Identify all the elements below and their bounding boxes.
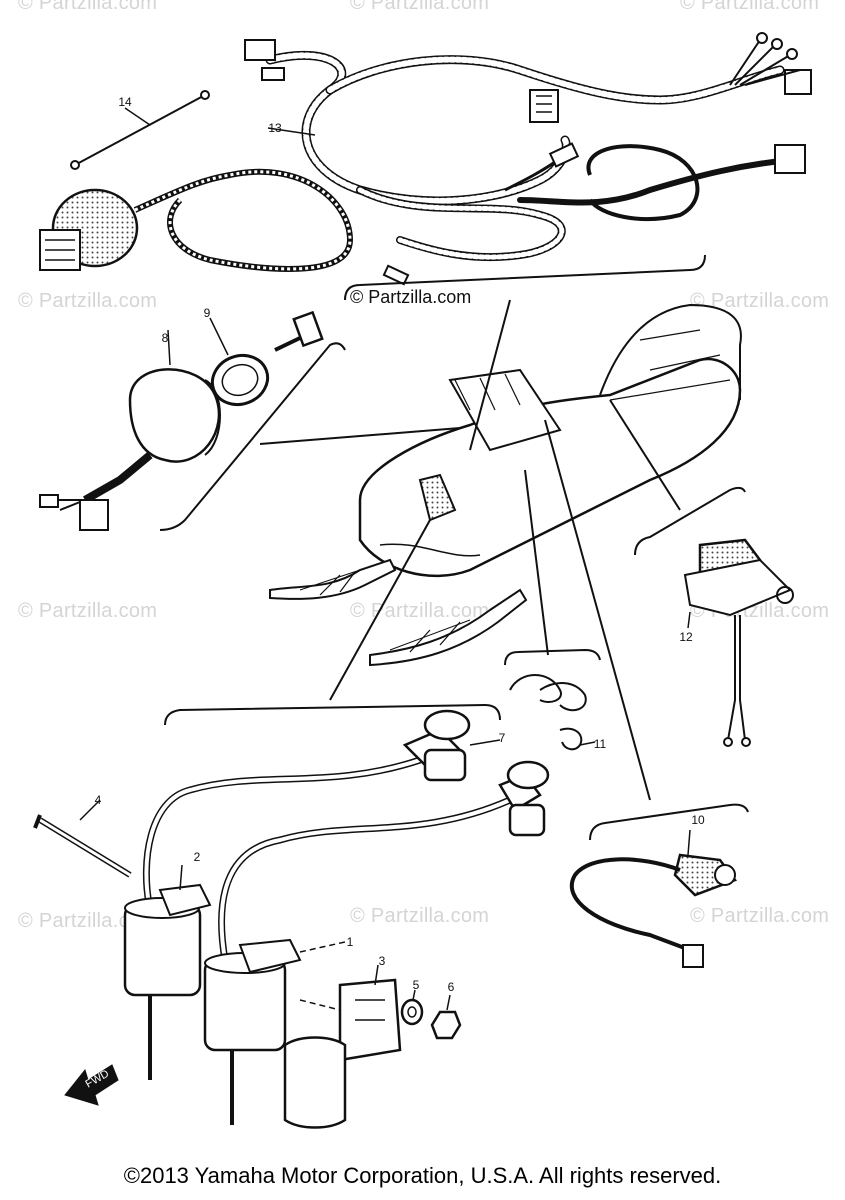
clip-bracket	[504, 648, 601, 666]
callout-12: 12	[679, 630, 693, 644]
watermark: © Partzilla.com	[680, 0, 820, 14]
relay-bracket	[634, 486, 746, 556]
watermark: © Partzilla.com	[18, 600, 158, 622]
callout-13: 13	[268, 121, 282, 135]
watermark: © Partzilla.com	[350, 0, 490, 14]
callout-14: 14	[118, 95, 132, 109]
callout-5: 5	[412, 978, 420, 992]
watermark: © Partzilla.com	[350, 600, 490, 622]
watermark: © Partzilla.com	[18, 0, 158, 14]
callout-6: 6	[447, 980, 455, 994]
relay	[683, 538, 794, 747]
emergency-switch	[569, 829, 738, 968]
harness-bracket	[344, 254, 706, 301]
fwd-arrow: FWD	[64, 1064, 119, 1106]
callout-10: 10	[691, 813, 705, 827]
snowmobile	[269, 303, 742, 667]
main-switch	[39, 168, 354, 272]
watermark: © Partzilla.com	[350, 905, 490, 927]
cord-bracket	[589, 803, 749, 841]
ground-wire	[70, 90, 210, 170]
watermark: © Partzilla.com	[18, 290, 158, 312]
coil-bracket	[164, 703, 501, 726]
callout-2: 2	[193, 850, 201, 864]
ignition-coils	[33, 709, 550, 1129]
clip	[509, 674, 596, 751]
callout-3: 3	[378, 954, 386, 968]
callout-9: 9	[203, 306, 211, 320]
watermark: © Partzilla.com	[690, 290, 830, 312]
switch-bracket	[159, 342, 346, 531]
copyright-notice: ©2013 Yamaha Motor Corporation, U.S.A. A…	[123, 1163, 722, 1188]
wire-harness	[244, 32, 812, 286]
callout-8: 8	[161, 331, 169, 345]
callout-4: 4	[94, 793, 102, 807]
callout-1: 1	[346, 935, 354, 949]
watermark: © Partzilla.com	[18, 910, 158, 932]
partzilla-credit: © Partzilla.com	[350, 287, 472, 307]
starter-switch-assembly	[39, 310, 324, 531]
callout-7: 7	[498, 731, 506, 745]
callout-11: 11	[593, 737, 607, 751]
watermark: © Partzilla.com	[690, 905, 830, 927]
